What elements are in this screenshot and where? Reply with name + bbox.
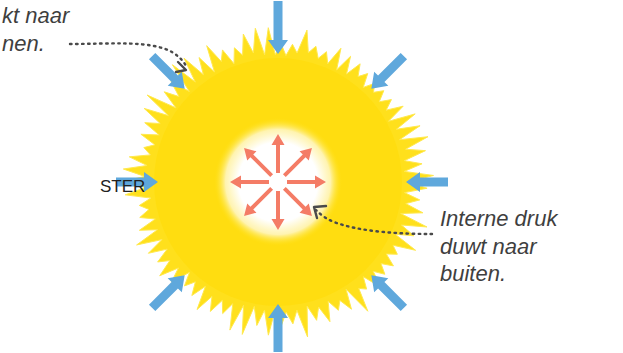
leader-arrowhead bbox=[314, 206, 326, 218]
callout-text: Interne druk duwt naar buiten. bbox=[440, 205, 592, 288]
pressure-arrow bbox=[287, 176, 326, 189]
star-outline bbox=[121, 28, 434, 337]
leader-line bbox=[316, 210, 432, 234]
pressure-arrow bbox=[272, 134, 285, 173]
pressure-arrows bbox=[230, 134, 326, 230]
pressure-arrow bbox=[244, 187, 273, 216]
star-label: STER bbox=[100, 176, 145, 197]
star-core bbox=[214, 118, 342, 246]
gravity-arrow bbox=[371, 275, 407, 311]
pressure-arrow bbox=[283, 187, 312, 216]
gravity-arrow bbox=[268, 1, 288, 54]
gravity-arrow bbox=[149, 275, 185, 311]
leader-arrowhead bbox=[176, 62, 186, 72]
gravity-arrow bbox=[268, 304, 288, 352]
gravity-arrow bbox=[371, 53, 407, 89]
leader-line bbox=[70, 43, 186, 66]
pressure-arrow bbox=[244, 148, 273, 177]
star-fill bbox=[154, 58, 402, 306]
gravity-arrow bbox=[406, 172, 448, 192]
callout-text: kt naar nen. bbox=[2, 2, 90, 57]
pressure-arrow bbox=[272, 191, 285, 230]
pressure-arrow bbox=[283, 148, 312, 177]
star-body bbox=[121, 28, 434, 337]
gravity-arrows bbox=[116, 1, 448, 352]
pressure-arrow bbox=[230, 176, 269, 189]
